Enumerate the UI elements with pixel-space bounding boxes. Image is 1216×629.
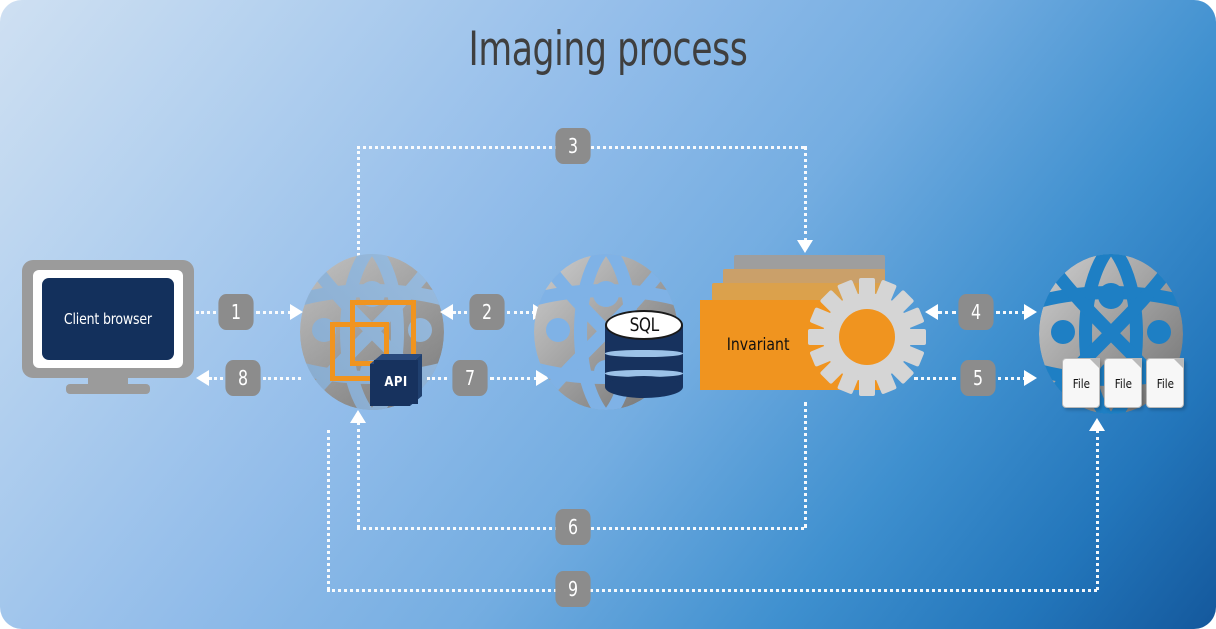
- client-browser-label: Client browser: [63, 310, 152, 328]
- connector-9-left-riser: [327, 430, 330, 590]
- file-icon[interactable]: File: [1146, 358, 1184, 408]
- sql-database-icon[interactable]: SQL: [605, 310, 683, 402]
- monitor-stand-base: [66, 384, 150, 394]
- connector-3-left-riser: [357, 146, 360, 321]
- connector-9-horizontal: [327, 589, 1097, 592]
- badge-1[interactable]: 1: [218, 294, 254, 330]
- connector-5-line-left: [914, 377, 956, 380]
- connector-4-line-left: [938, 311, 956, 314]
- connector-6-left-riser: [357, 422, 360, 528]
- client-browser-monitor[interactable]: Client browser: [22, 260, 194, 394]
- db-bottom: [605, 376, 683, 398]
- file-label: File: [1156, 375, 1174, 391]
- api-cube-icon[interactable]: API: [368, 352, 424, 410]
- connector-8-line-left: [209, 377, 223, 380]
- api-cube-front-face: API: [374, 360, 418, 404]
- invariant-layer-top: [734, 255, 885, 273]
- connector-9-arrow-up: [1089, 418, 1105, 431]
- db-gap: [605, 370, 683, 377]
- api-label: API: [384, 374, 408, 390]
- badge-7[interactable]: 7: [452, 360, 488, 396]
- connector-4-line-right: [996, 311, 1026, 314]
- connector-3-right-drop: [804, 146, 807, 242]
- connector-3-arrow-down: [797, 240, 813, 253]
- badge-8[interactable]: 8: [225, 360, 261, 396]
- connector-2-line-left: [453, 311, 467, 314]
- file-icon[interactable]: File: [1104, 358, 1142, 408]
- connector-1-line-left: [196, 311, 216, 314]
- badge-4[interactable]: 4: [958, 294, 994, 330]
- sql-label: SQL: [629, 314, 659, 336]
- file-label: File: [1072, 375, 1090, 391]
- db-gap: [605, 350, 683, 357]
- badge-2[interactable]: 2: [469, 294, 505, 330]
- db-top-disc: SQL: [605, 310, 683, 340]
- connector-5-arrow-right: [1024, 370, 1037, 386]
- connector-2-line-right: [507, 311, 535, 314]
- gear-icon[interactable]: [808, 278, 926, 396]
- connector-1-line-right: [256, 311, 292, 314]
- badge-3[interactable]: 3: [555, 128, 591, 164]
- monitor-screen: Client browser: [42, 278, 174, 360]
- connector-4-arrow-left: [925, 304, 938, 320]
- connector-5-line-right: [998, 377, 1026, 380]
- connector-2-arrow-left: [440, 304, 453, 320]
- badge-9[interactable]: 9: [555, 571, 591, 607]
- file-label: File: [1114, 375, 1132, 391]
- connector-8-arrow-left: [196, 370, 209, 386]
- connector-9-right-riser: [1096, 430, 1099, 590]
- badge-6[interactable]: 6: [555, 509, 591, 545]
- connector-7-line-right: [490, 377, 538, 380]
- invariant-label: Invariant: [726, 335, 790, 355]
- connector-6-right-riser: [804, 402, 807, 528]
- page-title: Imaging process: [468, 22, 748, 77]
- connector-1-arrow-right: [290, 304, 303, 320]
- badge-5[interactable]: 5: [960, 360, 996, 396]
- connector-8-line-right: [263, 377, 301, 380]
- file-icon[interactable]: File: [1062, 358, 1100, 408]
- connector-4-arrow-right: [1024, 304, 1037, 320]
- connector-7-line-left: [427, 377, 447, 380]
- connector-6-arrow-up: [350, 410, 366, 423]
- orange-square-small-icon: [330, 322, 389, 381]
